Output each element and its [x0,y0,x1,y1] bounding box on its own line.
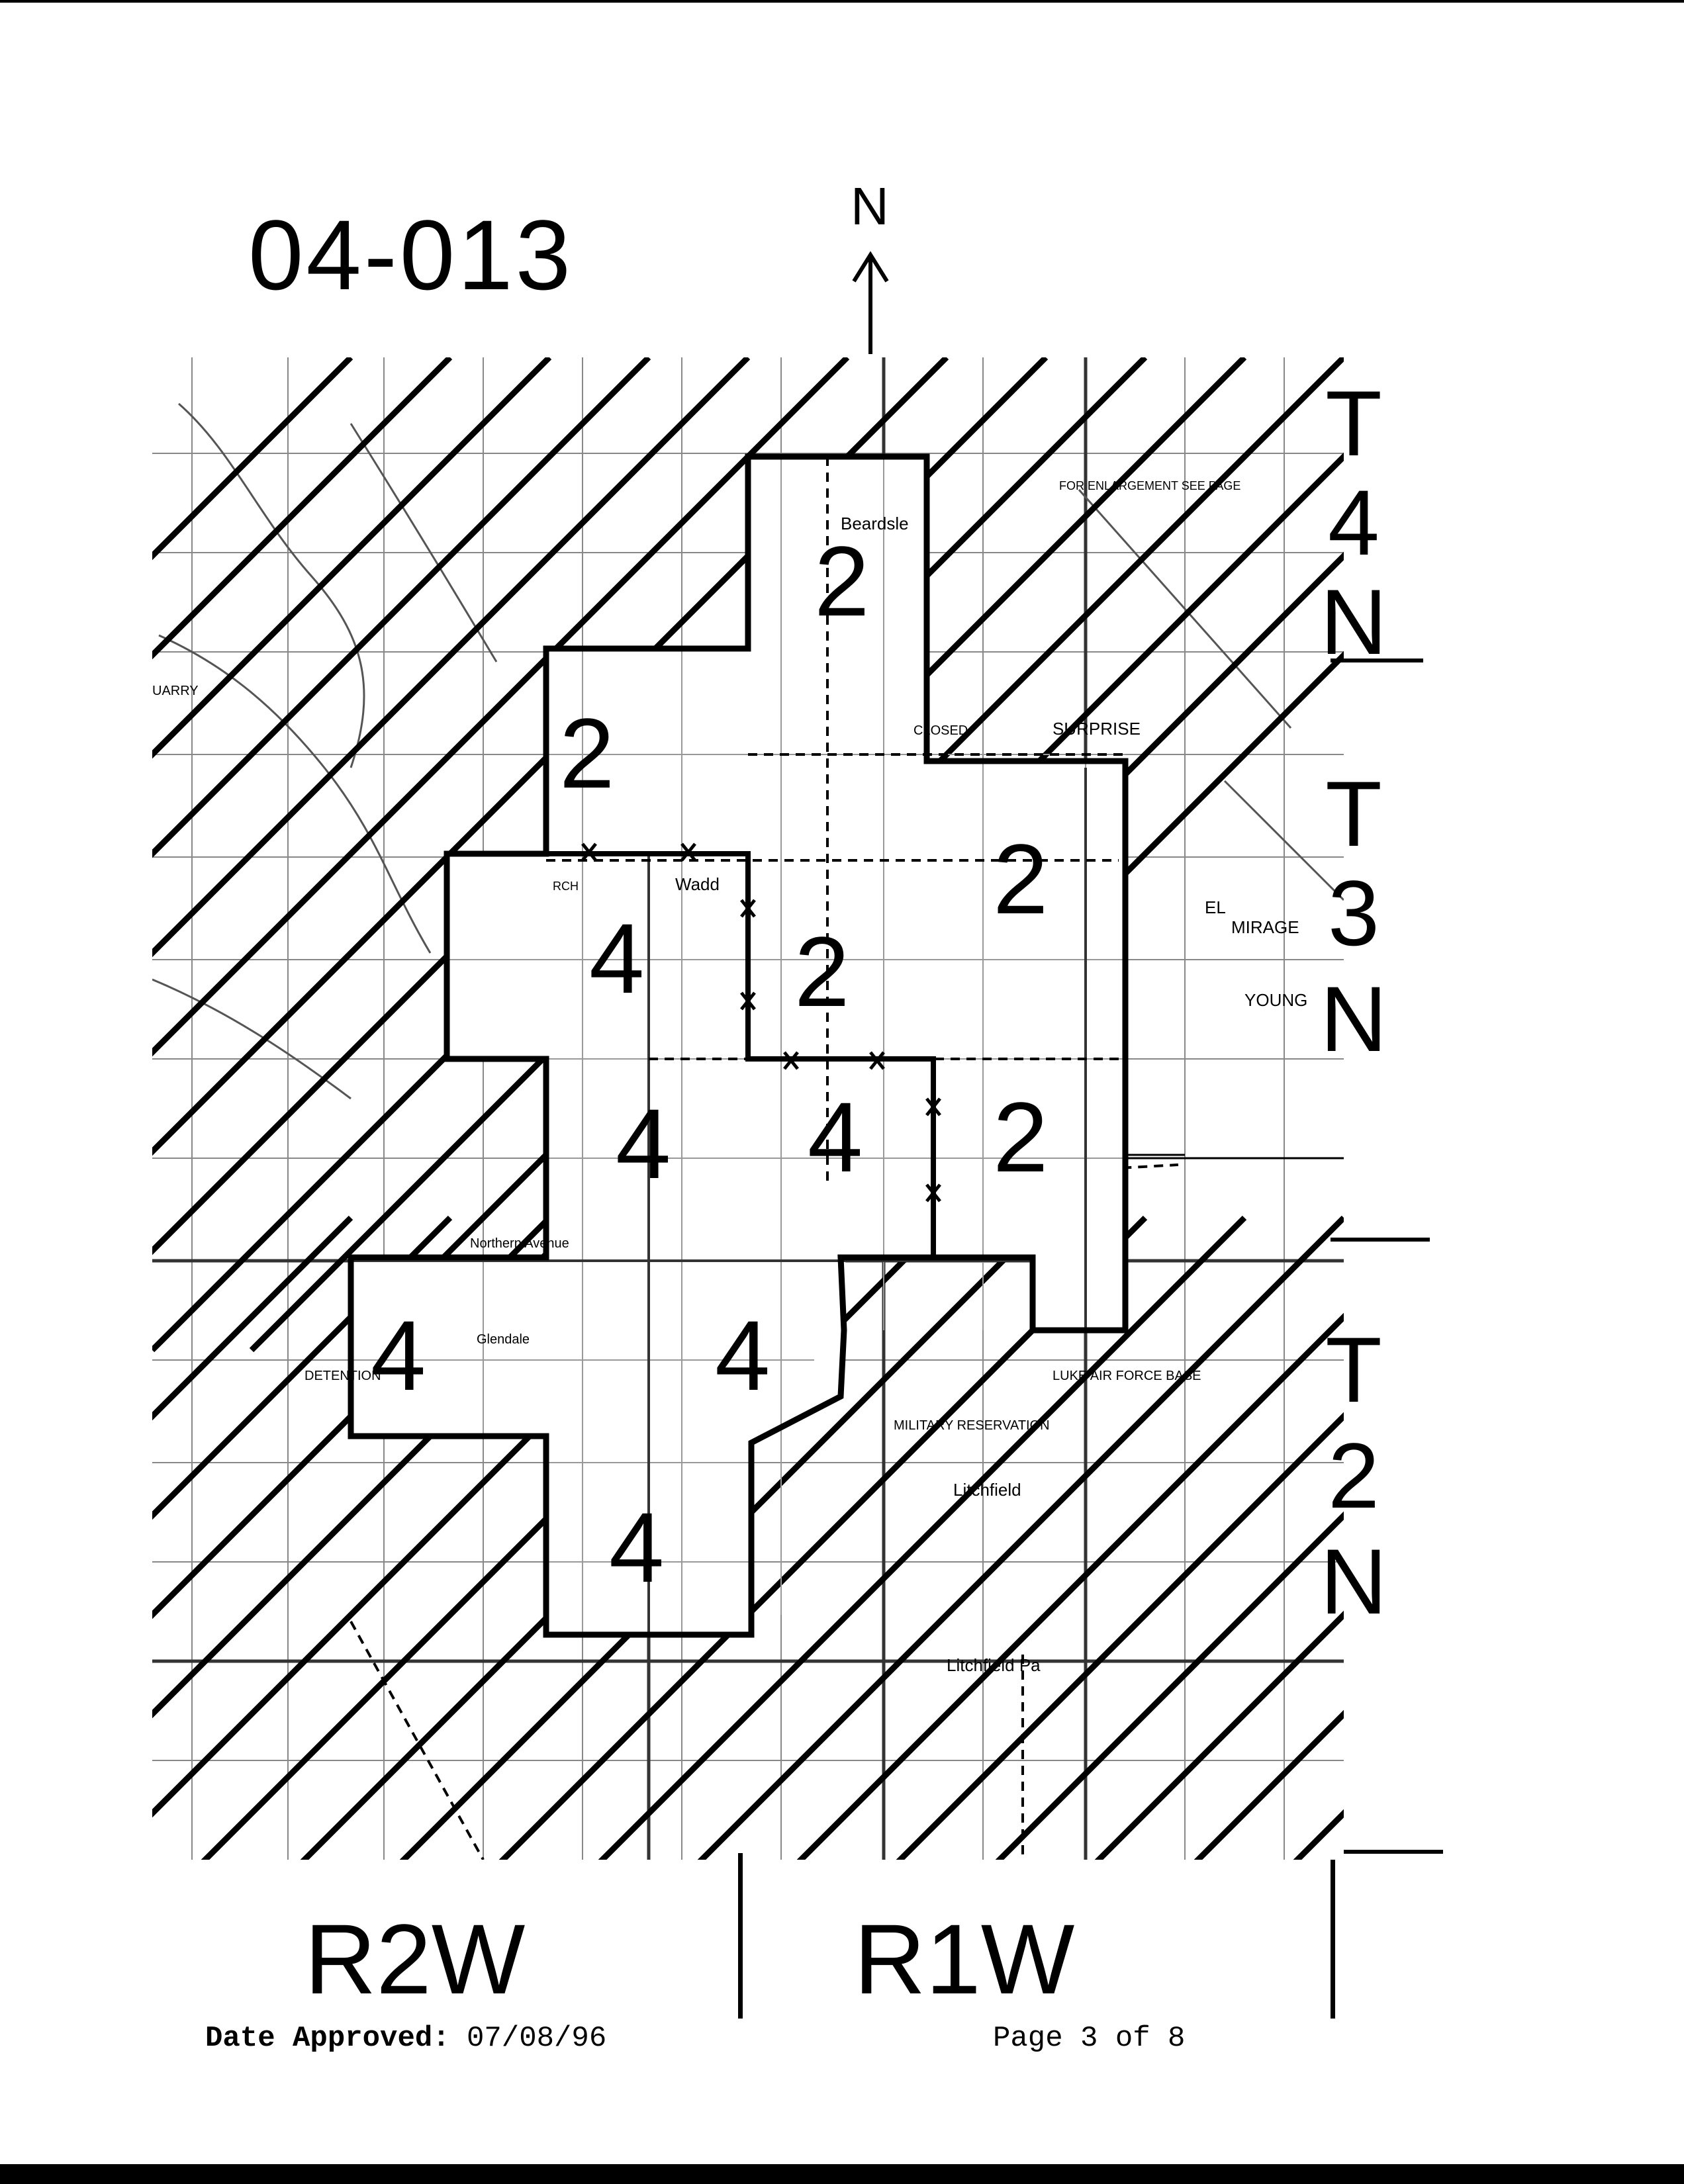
township-number: 3 [1328,861,1380,965]
label-el-mirage-b: MIRAGE [1231,917,1299,937]
range-r1w: R1W [854,1903,1075,2015]
zone-number: 2 [559,698,614,809]
label-litchfield: Litchfield [953,1480,1021,1500]
township-divider [1344,1850,1443,1854]
north-arrow-icon [852,251,889,354]
zone-number: 2 [993,1081,1048,1193]
study-area-fill [351,457,1125,1635]
township-divider [1331,659,1423,662]
label-rch: RCH [553,880,579,893]
label-waddell: Wadd [675,874,720,894]
north-letter: N [851,177,889,236]
top-border [0,0,1684,3]
township-letter: T [1325,1318,1382,1422]
washes [152,402,1344,1100]
x-mark [925,1183,941,1203]
zone-numbers: 2 2 2 2 2 4 4 4 4 4 4 [371,525,1048,1603]
zone-number: 4 [609,1492,664,1603]
place-labels: Beardsle SURPRISE EL MIRAGE YOUNG Wadd L… [152,479,1307,1675]
x-mark [869,1051,885,1070]
zone-number: 4 [616,1088,671,1199]
map-id-label: 04-013 [248,199,574,310]
x-mark [783,1051,799,1070]
township-number: 4 [1328,471,1380,574]
label-young: YOUNG [1244,990,1307,1010]
label-quarry: UARRY [152,684,199,698]
zone-divider [447,851,936,1257]
range-divider [1331,1860,1335,2019]
zone-number: 4 [808,1081,863,1193]
label-closed: CLOSED [913,723,968,738]
label-luke-afb: LUKE AIR FORCE BASE [1052,1369,1201,1383]
x-mark [740,991,756,1011]
zone-number: 4 [371,1300,426,1411]
range-divider [738,1853,743,2019]
page-number: Page 3 of 8 [993,2022,1186,2055]
study-area-roads [351,768,1087,1635]
zone-number: 2 [993,823,1048,934]
zone-number: 4 [589,903,644,1014]
township-divider [1331,1238,1430,1242]
label-glendale: Glendale [477,1332,530,1347]
date-approved-label: Date Approved: [205,2022,450,2055]
bottom-border [0,2164,1684,2184]
zoning-map: Beardsle SURPRISE EL MIRAGE YOUNG Wadd L… [152,357,1344,1860]
label-military-reservation: MILITARY RESERVATION [894,1418,1050,1433]
date-approved-value: 07/08/96 [467,2022,607,2055]
x-mark [680,842,696,862]
range-r2w: R2W [304,1903,526,2015]
zone-number: 2 [814,525,869,637]
label-el-mirage-a: EL [1205,897,1226,917]
label-enlargement: FOR ENLARGEMENT SEE PAGE [1059,479,1240,492]
label-northern-avenue: Northern Avenue [470,1236,569,1251]
label-surprise: SURPRISE [1052,719,1141,739]
label-litchfield-park: Litchfield Pa [947,1655,1041,1675]
label-detention: DETENTION [304,1369,381,1383]
x-mark [581,842,597,862]
zone-number: 4 [715,1300,770,1411]
township-letter: T [1325,371,1382,475]
township-letter: T [1325,762,1382,866]
boundary-x-marks [581,842,941,1203]
label-beardsley: Beardsle [841,514,909,533]
x-mark [925,1097,941,1116]
township-direction: N [1320,570,1387,674]
zone-number: 2 [794,916,849,1027]
township-direction: N [1320,967,1387,1071]
township-direction: N [1320,1529,1387,1633]
x-mark [740,899,756,918]
township-number: 2 [1328,1424,1380,1527]
